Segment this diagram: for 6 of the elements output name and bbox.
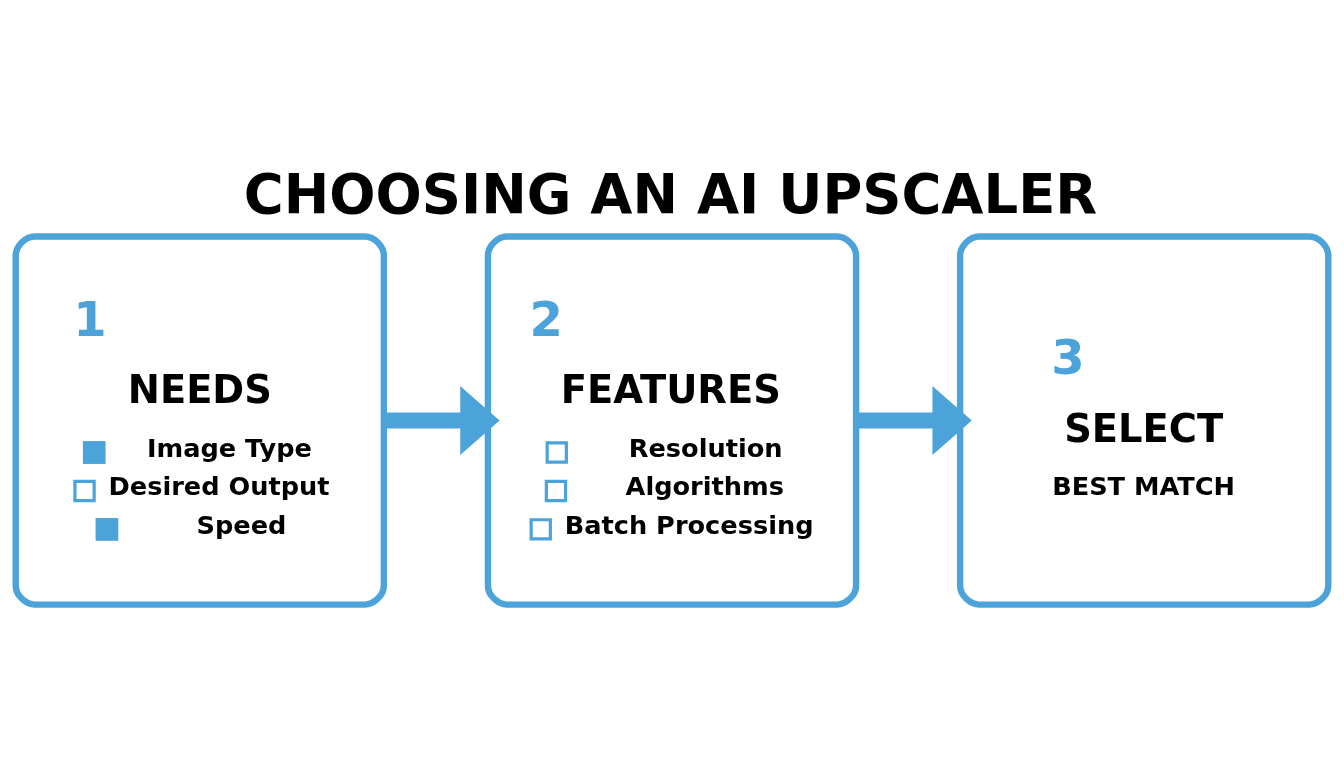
arrow — [856, 385, 972, 455]
node-box: 2 FEATURES Resolution Algorithms Batch Processing — [484, 232, 860, 608]
diagram-title: CHOOSING AN AI UPSCALER — [243, 161, 1098, 226]
node-box: 3 SELECT BEST MATCH — [956, 232, 1332, 608]
node-box: 1 NEEDS Image Type Desired Output Speed — [12, 232, 388, 608]
arrow — [384, 385, 500, 455]
